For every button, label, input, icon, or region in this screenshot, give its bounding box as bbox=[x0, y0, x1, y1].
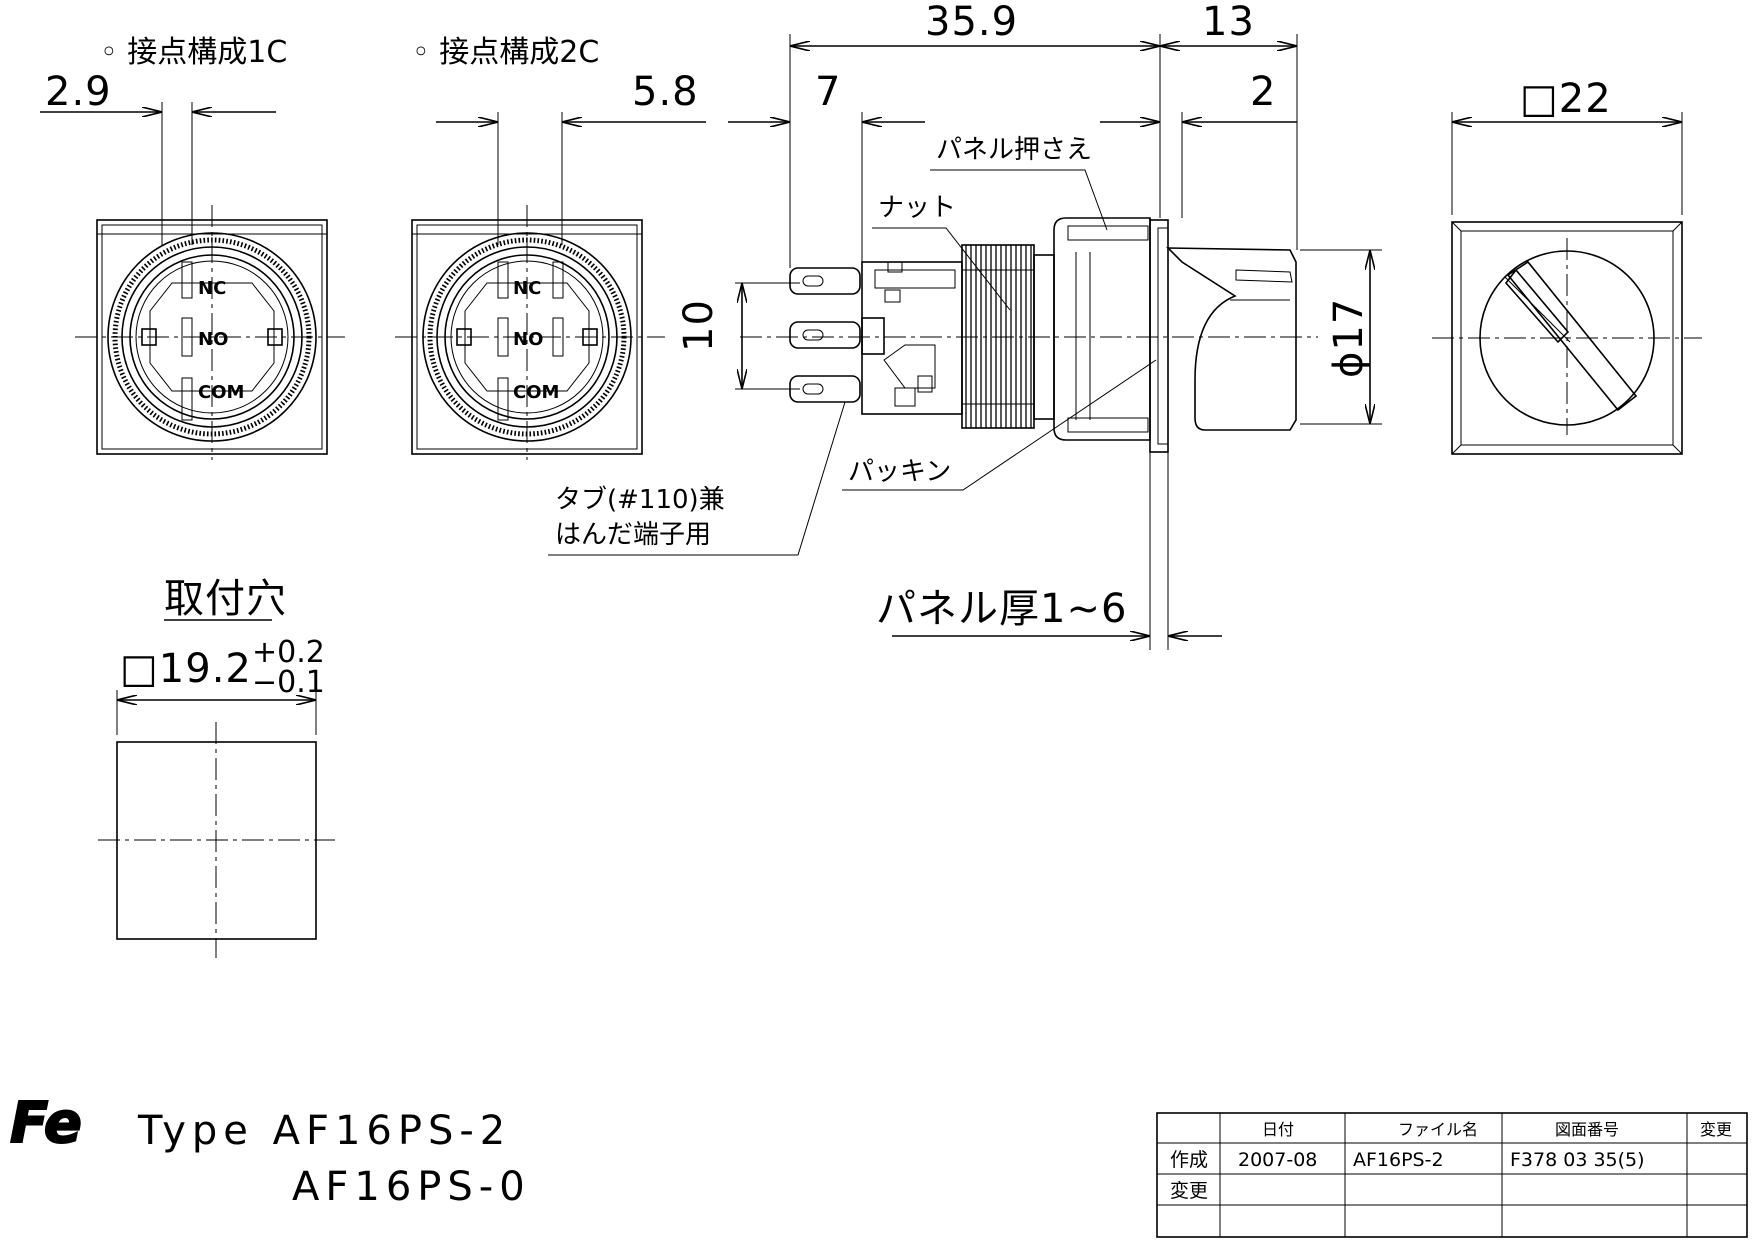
dim-7: 7 bbox=[815, 69, 841, 115]
label-panel-thickness: パネル厚1~6 bbox=[876, 586, 1127, 632]
mounting-tol-minus: −0.1 bbox=[252, 665, 325, 700]
dim-10: 10 bbox=[676, 299, 722, 352]
mounting-title: 取付穴 bbox=[164, 576, 287, 622]
row-created-label: 作成 bbox=[1170, 1149, 1208, 1171]
mounting-dim: □19.2 bbox=[120, 646, 252, 692]
logo-text: Fe bbox=[10, 1091, 82, 1156]
dim-13: 13 bbox=[1202, 0, 1255, 45]
row-created-date: 2007-08 bbox=[1238, 1149, 1317, 1171]
terminal-nc-2c: NC bbox=[513, 278, 541, 299]
row-created-drawing-no: F378 03 35(5) bbox=[1510, 1149, 1645, 1171]
side-view: 35.9 13 7 2 10 bbox=[548, 0, 1382, 650]
front-view-1c: ◦ 接点構成1C 2.9 NC NO COM bbox=[40, 35, 345, 460]
mounting-tol-plus: +0.2 bbox=[252, 635, 325, 670]
header-revision: 変更 bbox=[1700, 1120, 1732, 1139]
row-changed-label: 変更 bbox=[1170, 1180, 1208, 1202]
knob-front-view: □22 bbox=[1432, 76, 1702, 455]
dim-35-9: 35.9 bbox=[925, 0, 1018, 45]
label-panel-holder: パネル押さえ bbox=[936, 135, 1092, 165]
dim-2-9: 2.9 bbox=[45, 69, 112, 115]
config-2c-label: ◦ 接点構成2C bbox=[412, 35, 599, 70]
row-created-file: AF16PS-2 bbox=[1353, 1149, 1444, 1171]
config-1c-label: ◦ 接点構成1C bbox=[100, 35, 287, 70]
label-nut: ナット bbox=[878, 193, 956, 223]
title-block: 日付 ファイル名 図面番号 変更 作成 2007-08 AF16PS-2 F37… bbox=[1156, 1112, 1748, 1238]
type-line1: Type AF16PS-2 bbox=[137, 1108, 511, 1154]
header-drawing-no: 図面番号 bbox=[1555, 1120, 1619, 1139]
label-tab-line1: タブ(#110)兼 bbox=[555, 485, 725, 515]
label-tab-line2: はんだ端子用 bbox=[555, 520, 711, 550]
dim-square-22: □22 bbox=[1520, 76, 1612, 122]
terminal-com-1c: COM bbox=[198, 382, 244, 403]
label-packing: パッキン bbox=[848, 457, 951, 487]
terminal-set-2c: NC NO COM bbox=[497, 261, 564, 421]
dim-dia-17: ϕ17 bbox=[1326, 298, 1372, 378]
mounting-hole-view: 取付穴 □19.2 +0.2 −0.1 bbox=[98, 576, 335, 958]
brand-logo: Fe bbox=[9, 1090, 83, 1157]
terminal-no-1c: NO bbox=[198, 329, 228, 350]
header-filename: ファイル名 bbox=[1398, 1120, 1478, 1139]
dim-2: 2 bbox=[1250, 69, 1276, 115]
dim-5-8: 5.8 bbox=[632, 69, 699, 115]
header-date: 日付 bbox=[1262, 1120, 1294, 1139]
front-view-2c: ◦ 接点構成2C 5.8 NC NO COM bbox=[395, 35, 706, 460]
terminal-no-2c: NO bbox=[513, 329, 543, 350]
terminal-set-1c: NC NO COM bbox=[181, 261, 244, 421]
terminal-nc-1c: NC bbox=[198, 278, 226, 299]
terminal-com-2c: COM bbox=[513, 382, 559, 403]
type-line2: AF16PS-0 bbox=[292, 1164, 531, 1210]
